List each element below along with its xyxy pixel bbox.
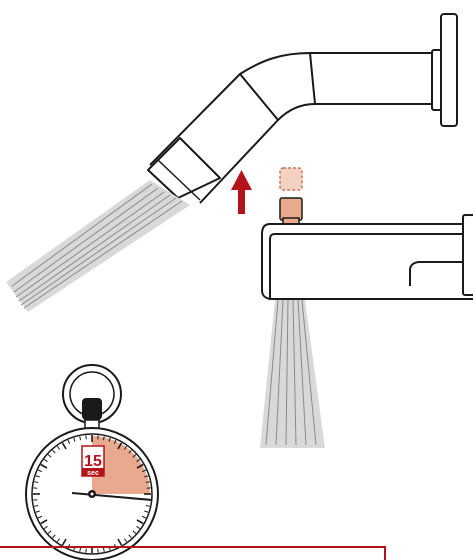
stopwatch-tick [40, 463, 48, 469]
stopwatch-tick [145, 481, 150, 484]
shower-water-spray [6, 180, 190, 312]
stopwatch-tick [40, 519, 48, 525]
stopwatch-tick [102, 436, 105, 441]
stopwatch-tick [35, 510, 40, 513]
stopwatch-tick [123, 538, 128, 543]
shower-nozzle-rim [157, 159, 201, 201]
shower-arm-joint-2 [239, 73, 279, 121]
stopwatch-crown [82, 398, 102, 420]
diverter-knob [279, 197, 303, 221]
stopwatch-tick [34, 481, 39, 484]
stopwatch-tick [136, 519, 144, 525]
stopwatch-tick [113, 439, 117, 444]
stopwatch-tick [43, 525, 48, 530]
tub-spout-flange [462, 214, 473, 296]
stopwatch-tick [35, 475, 40, 478]
stopwatch-tick [117, 538, 123, 546]
stopwatch-tick [123, 445, 128, 450]
shower-arm-joint-1 [309, 52, 316, 105]
stopwatch-tick [43, 458, 48, 463]
stopwatch-tick [136, 458, 141, 463]
stopwatch-tick [79, 547, 82, 552]
stopwatch-tick [52, 449, 56, 454]
stopwatch-tick [34, 504, 39, 507]
up-arrow-icon [231, 170, 252, 214]
stopwatch-tick [61, 442, 67, 450]
stopwatch-tick [136, 525, 141, 530]
stopwatch-tick [142, 515, 147, 519]
tub-spout-body [261, 223, 473, 300]
stopwatch-tick [128, 534, 132, 539]
tub-water-stream [260, 299, 325, 448]
stopwatch-tick [132, 530, 137, 534]
callout-frame [0, 546, 386, 560]
diverter-ghost [279, 167, 303, 191]
stopwatch-tick [47, 530, 52, 534]
diverter-knob-icon [279, 167, 303, 227]
stopwatch-tick [61, 538, 67, 546]
stopwatch-tick [56, 538, 61, 543]
stopwatch-seconds-value: 15 [84, 453, 102, 470]
stopwatch-tick [117, 442, 123, 450]
stopwatch-tick [79, 436, 82, 441]
stopwatch-tick [52, 534, 56, 539]
stopwatch-tick [102, 547, 105, 552]
stopwatch-elapsed-wedge [92, 436, 150, 494]
stopwatch-tick [37, 469, 42, 473]
stopwatch-tick [128, 449, 132, 454]
stopwatch-tick [142, 469, 147, 473]
stopwatch-tick [67, 439, 71, 444]
tub-spout-icon [261, 214, 473, 300]
shower-wall-plate [440, 13, 458, 127]
stopwatch-tick [132, 454, 137, 458]
stopwatch-tick [108, 437, 111, 442]
stopwatch-hand [71, 492, 153, 501]
stopwatch-tick [56, 445, 61, 450]
shower-head-icon [147, 13, 458, 204]
tub-spout-inner [269, 233, 473, 300]
stopwatch-tick [47, 454, 52, 458]
stopwatch-seconds-unit: sec [87, 470, 99, 477]
stopwatch-ticks [33, 435, 151, 553]
stopwatch-tick [73, 437, 76, 442]
stopwatch-tick [144, 475, 149, 478]
stopwatch-tick [144, 510, 149, 513]
stopwatch-tick [136, 463, 144, 469]
stopwatch-icon: 15 sec [25, 364, 159, 560]
stopwatch-tick [37, 515, 42, 519]
stopwatch-tick [145, 504, 150, 507]
